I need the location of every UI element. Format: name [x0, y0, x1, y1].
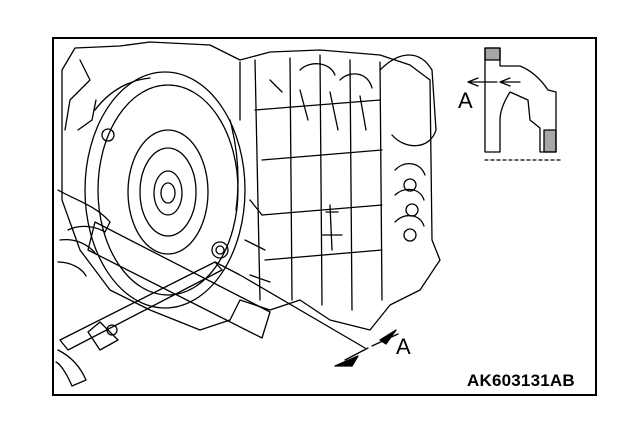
- main-marker-label: A: [396, 334, 411, 359]
- caliper-tool: [55, 261, 366, 387]
- torque-converter: [84, 71, 246, 309]
- straight-edge: [87, 221, 271, 339]
- dimension-arrow-main: [334, 329, 399, 367]
- transmission-housing: [61, 41, 441, 331]
- section-view-inset: [467, 47, 561, 161]
- inset-marker-label: A: [458, 88, 473, 113]
- hand: [57, 189, 111, 277]
- figure-frame: [52, 37, 597, 396]
- figure-code: AK603131AB: [467, 371, 575, 390]
